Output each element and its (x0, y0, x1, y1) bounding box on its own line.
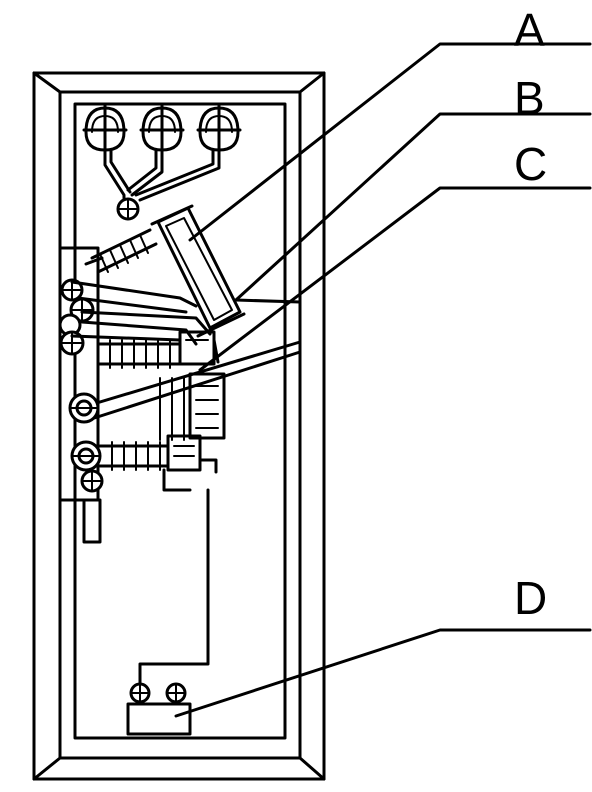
component-b-contact (178, 330, 220, 366)
lower-insulator (70, 440, 192, 493)
callout-label-d: D (514, 572, 547, 624)
middle-insulator (96, 339, 182, 369)
leader-lines (174, 42, 592, 718)
leader-d (174, 628, 592, 718)
bus-conductors (103, 148, 221, 221)
component-c-transformer (159, 372, 226, 474)
leader-b (234, 112, 592, 302)
callout-label-c: C (514, 138, 547, 190)
component-a-fuse-assembly (150, 204, 246, 338)
operating-links (58, 278, 212, 356)
cabinet-frame (32, 71, 326, 781)
callout-label-a: A (514, 4, 545, 56)
component-d-terminal-block (126, 682, 192, 736)
mechanism-support (58, 246, 102, 544)
callout-label-b: B (514, 72, 545, 124)
leader-a (188, 42, 592, 242)
control-cable (138, 488, 210, 686)
leader-c (198, 186, 592, 372)
busbar-bushings (82, 102, 242, 162)
